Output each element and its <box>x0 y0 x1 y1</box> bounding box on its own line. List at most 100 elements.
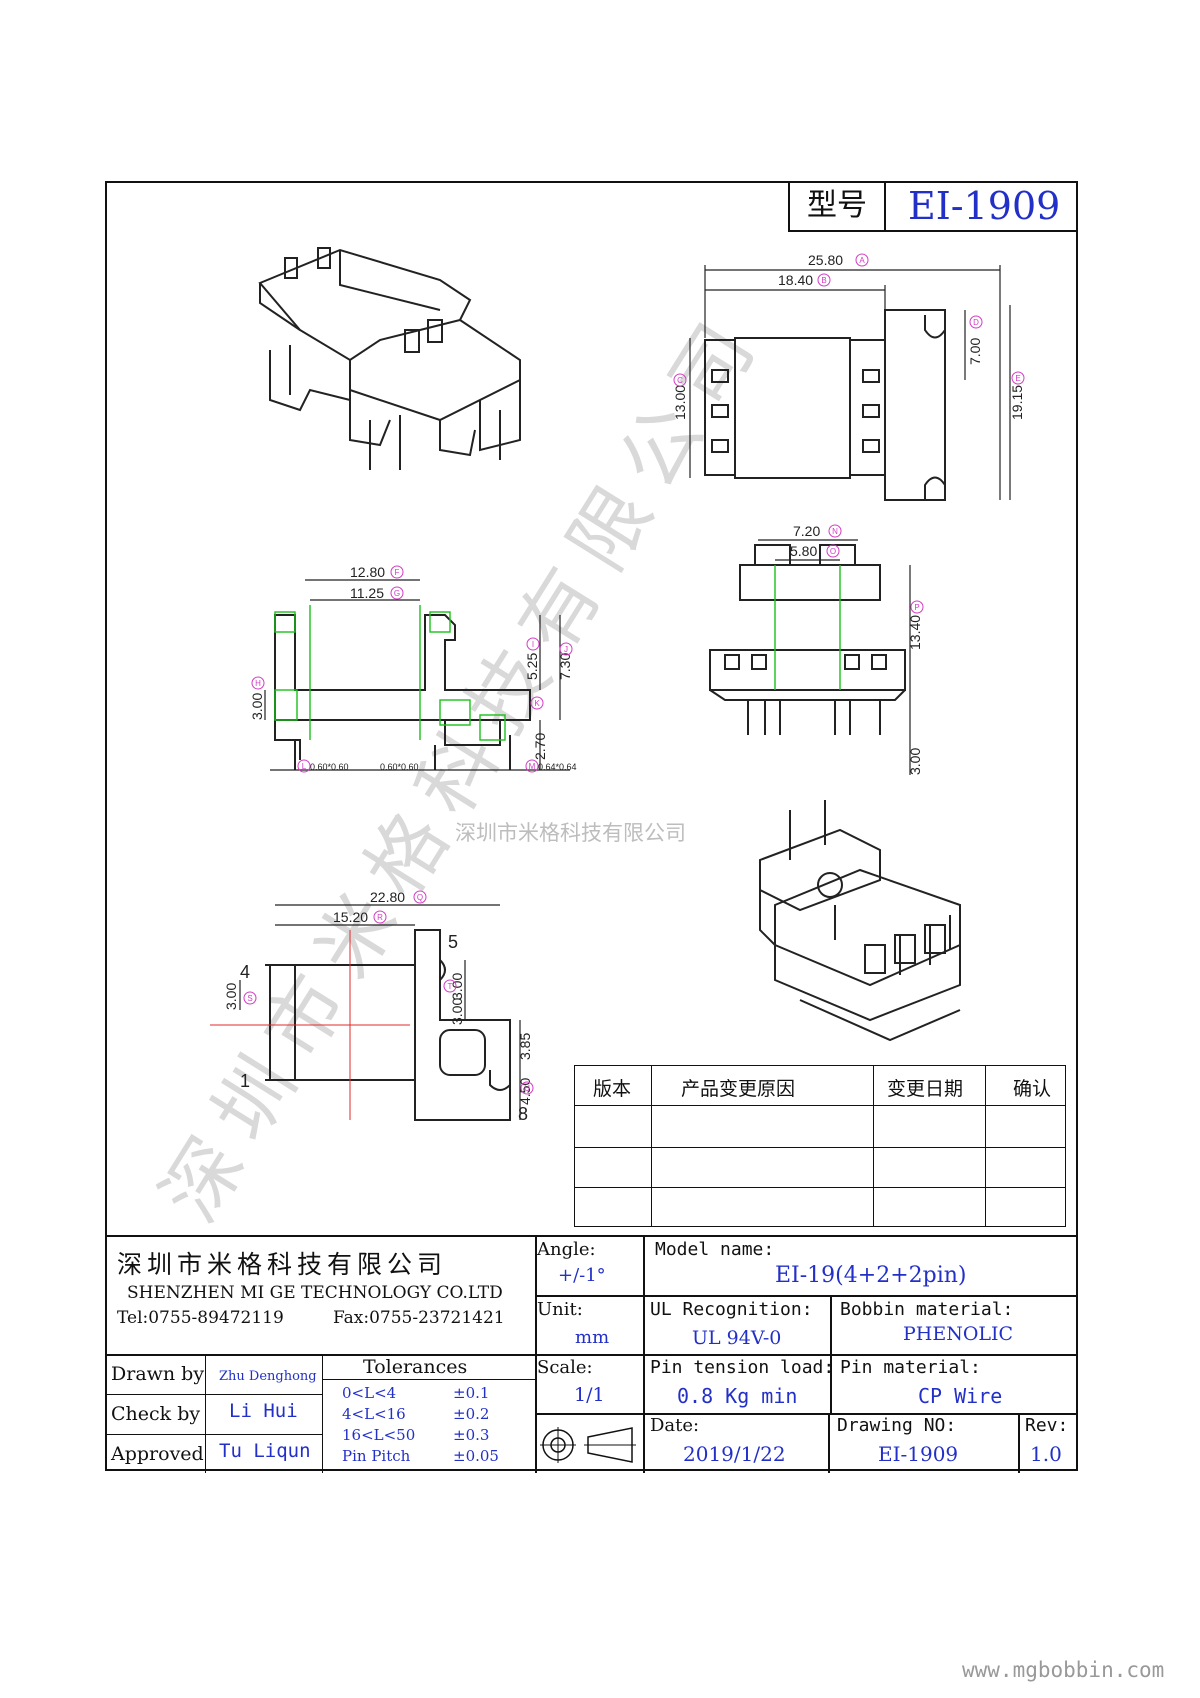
pin-material-value: CP Wire <box>918 1384 1003 1408</box>
unit-label: Unit: <box>537 1299 583 1320</box>
svg-text:O: O <box>830 547 836 556</box>
drawing-no-value: EI-1909 <box>878 1442 959 1466</box>
svg-text:D: D <box>973 318 979 327</box>
dim-pcb-d5: 3.00 <box>449 998 465 1025</box>
dim-side-d1: 12.80 <box>350 564 385 580</box>
dim-front-d2: 5.80 <box>790 543 817 559</box>
date-label: Date: <box>650 1415 700 1436</box>
iso-view-top <box>258 247 521 470</box>
svg-text:J: J <box>564 645 568 654</box>
dim-top-d1: 25.80 <box>808 252 843 268</box>
dim-side-pin1: 0.60*0.60 <box>310 762 349 772</box>
rev-header-confirm: 确认 <box>1013 1078 1052 1100</box>
pin-tension-label: Pin tension load: <box>650 1357 835 1378</box>
website-url: www.mgbobbin.com <box>962 1658 1165 1682</box>
rev-header-reason: 产品变更原因 <box>681 1078 796 1100</box>
scale-label: Scale: <box>537 1357 593 1378</box>
svg-text:P: P <box>914 603 919 612</box>
tol-range-0: 0<L<4 <box>342 1384 397 1402</box>
ul-value: UL 94V-0 <box>692 1327 782 1349</box>
pcb-view <box>265 929 511 1121</box>
model-name-label: Model name: <box>655 1239 775 1260</box>
angle-value: +/-1° <box>558 1265 606 1286</box>
company-en: SHENZHEN MI GE TECHNOLOGY CO.LTD <box>127 1283 503 1303</box>
front-view <box>709 544 906 735</box>
dim-top-d4: 7.00 <box>967 338 983 365</box>
dim-front-d1: 7.20 <box>793 523 820 539</box>
dim-side-d3: 3.00 <box>249 693 265 720</box>
iso-view-bottom <box>759 800 961 1042</box>
title-block: 深圳市米格科技有限公司 SHENZHEN MI GE TECHNOLOGY CO… <box>105 1235 1078 1473</box>
svg-text:E: E <box>1015 374 1020 383</box>
tol-value-2: ±0.3 <box>453 1426 490 1444</box>
dim-side-d6: 2.70 <box>532 733 548 760</box>
pin-material-label: Pin material: <box>840 1357 981 1378</box>
rev-header-date: 变更日期 <box>887 1078 964 1100</box>
model-label: 型号 <box>790 182 886 230</box>
company-cn: 深圳市米格科技有限公司 <box>117 1250 448 1279</box>
svg-text:K: K <box>534 699 540 708</box>
svg-text:B: B <box>821 276 826 285</box>
model-name-value: EI-19(4+2+2pin) <box>775 1263 967 1288</box>
check-label: Check by <box>111 1403 201 1425</box>
svg-text:F: F <box>395 568 400 577</box>
svg-text:U: U <box>524 1084 530 1093</box>
svg-text:S: S <box>247 994 252 1003</box>
svg-text:C: C <box>677 376 683 385</box>
rev-label: Rev: <box>1025 1415 1069 1436</box>
company-fax: Fax:0755-23721421 <box>333 1308 505 1328</box>
svg-text:H: H <box>255 679 261 688</box>
svg-text:Q: Q <box>417 893 423 902</box>
bobbin-value: PHENOLIC <box>903 1323 1014 1345</box>
scale-value: 1/1 <box>574 1384 605 1406</box>
top-view <box>704 309 946 501</box>
svg-text:T: T <box>448 982 453 991</box>
dim-pcb-d3: 3.00 <box>223 983 239 1010</box>
pin-label-5: 5 <box>448 932 458 952</box>
tol-range-3: Pin Pitch <box>342 1447 411 1465</box>
dim-pcb-d2: 15.20 <box>333 909 368 925</box>
dim-pcb-d7: 4.50 <box>517 1078 533 1105</box>
ul-label: UL Recognition: <box>650 1299 813 1320</box>
angle-label: Angle: <box>537 1239 596 1260</box>
dim-top-d5: 19.15 <box>1009 385 1025 420</box>
dim-side-d2: 11.25 <box>350 585 384 601</box>
tol-value-3: ±0.05 <box>453 1447 499 1465</box>
projection-symbol-icon <box>540 1427 636 1463</box>
pin-label-1: 1 <box>240 1071 250 1091</box>
svg-text:N: N <box>832 527 838 536</box>
tol-value-0: ±0.1 <box>453 1384 490 1402</box>
bobbin-label: Bobbin material: <box>840 1299 1014 1320</box>
dim-pcb-d4: 3.00 <box>449 973 465 1000</box>
svg-text:G: G <box>394 589 400 598</box>
dim-side-d4: 5.25 <box>524 653 540 680</box>
watermark-center: 深圳市米格科技有限公司 <box>455 821 686 845</box>
tol-value-1: ±0.2 <box>453 1405 490 1423</box>
dim-side-pin3: 0.64*0.64 <box>538 762 577 772</box>
svg-text:I: I <box>532 640 534 649</box>
dim-top-d3: 13.00 <box>672 385 688 420</box>
pin-label-4: 4 <box>240 962 250 982</box>
tolerances-label: Tolerances <box>363 1356 468 1378</box>
svg-text:A: A <box>859 256 865 265</box>
check-value: Li Hui <box>229 1400 298 1422</box>
unit-value: mm <box>575 1327 610 1348</box>
dim-top-d2: 18.40 <box>778 272 813 288</box>
drawn-value: Zhu Denghong <box>219 1369 317 1384</box>
date-value: 2019/1/22 <box>683 1442 786 1466</box>
pin-tension-value: 0.8 Kg min <box>677 1384 798 1408</box>
side-view-core <box>274 605 506 741</box>
dim-pcb-d1: 22.80 <box>370 889 405 905</box>
rev-value: 1.0 <box>1030 1442 1062 1466</box>
drawing-frame <box>105 181 1078 1471</box>
dim-side-d5: 7.30 <box>557 653 573 680</box>
revision-table: 版本 产品变更原因 变更日期 确认 <box>574 1065 1066 1227</box>
model-header: 型号 EI-1909 <box>788 182 1078 232</box>
svg-text:L: L <box>302 762 307 771</box>
approved-label: Approved <box>111 1443 204 1465</box>
dim-pcb-d6: 3.85 <box>517 1033 533 1060</box>
side-view <box>274 614 531 770</box>
dim-front-d4: 3.00 <box>907 748 923 775</box>
model-value: EI-1909 <box>908 184 1061 228</box>
